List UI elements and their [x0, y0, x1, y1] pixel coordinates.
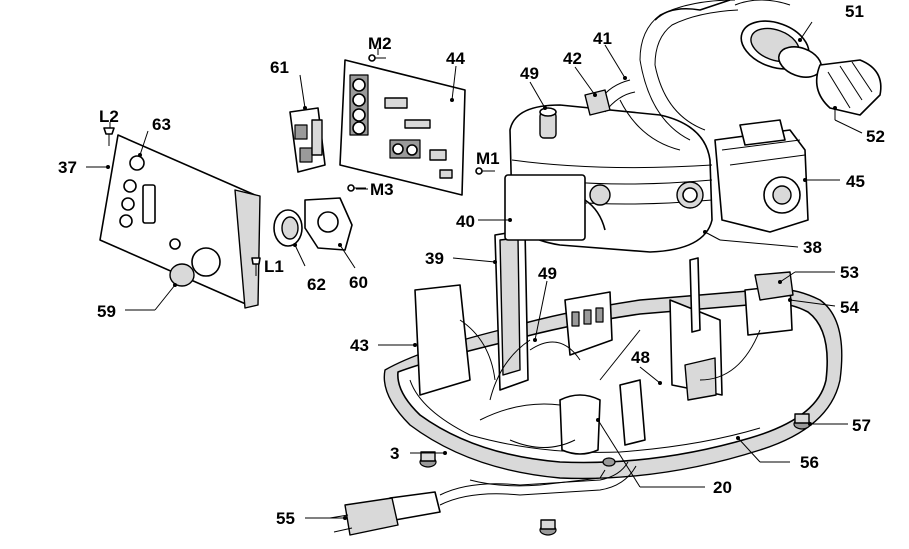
- label-52: 52: [866, 127, 885, 146]
- label-60: 60: [349, 273, 368, 292]
- label-37: 37: [58, 158, 77, 177]
- label-43: 43: [350, 336, 369, 355]
- label-41: 41: [593, 29, 612, 48]
- label-20: 20: [713, 478, 732, 497]
- knob-assembly: [273, 197, 353, 251]
- boiler-unit: [504, 104, 713, 253]
- label-55: 55: [276, 509, 295, 528]
- label-l1: L1: [264, 257, 284, 276]
- label-54: 54: [840, 298, 859, 317]
- hoses: [584, 0, 739, 151]
- label-m1: M1: [476, 149, 500, 168]
- label-59: 59: [97, 302, 116, 321]
- label-l2: L2: [99, 107, 119, 126]
- label-44: 44: [446, 49, 465, 68]
- part-labels: M2 44 61 L2 63 37 M1 M3 49 42 41 51 52 4…: [58, 2, 885, 528]
- label-42: 42: [563, 49, 582, 68]
- label-49-bottom: 49: [538, 264, 557, 283]
- filter-assembly: [734, 0, 882, 116]
- label-56: 56: [800, 453, 819, 472]
- screws: [103, 54, 495, 276]
- rubber-feet: [419, 413, 811, 536]
- internal-frame: [414, 229, 794, 455]
- label-49-top: 49: [520, 64, 539, 83]
- leader-lines: [86, 21, 863, 520]
- label-51: 51: [845, 2, 864, 21]
- label-63: 63: [152, 115, 171, 134]
- front-panel: [99, 134, 261, 309]
- label-57: 57: [852, 416, 871, 435]
- label-m2: M2: [368, 34, 392, 53]
- label-61: 61: [270, 58, 289, 77]
- label-40: 40: [456, 212, 475, 231]
- label-38: 38: [803, 238, 822, 257]
- pump-unit: [714, 119, 809, 233]
- label-45: 45: [846, 172, 865, 191]
- label-48: 48: [631, 348, 650, 367]
- label-39: 39: [425, 249, 444, 268]
- label-53: 53: [840, 263, 859, 282]
- label-m3: M3: [370, 180, 394, 199]
- label-3: 3: [390, 444, 399, 463]
- switch-block: [289, 107, 326, 173]
- label-62: 62: [307, 275, 326, 294]
- circuit-board: [339, 59, 466, 196]
